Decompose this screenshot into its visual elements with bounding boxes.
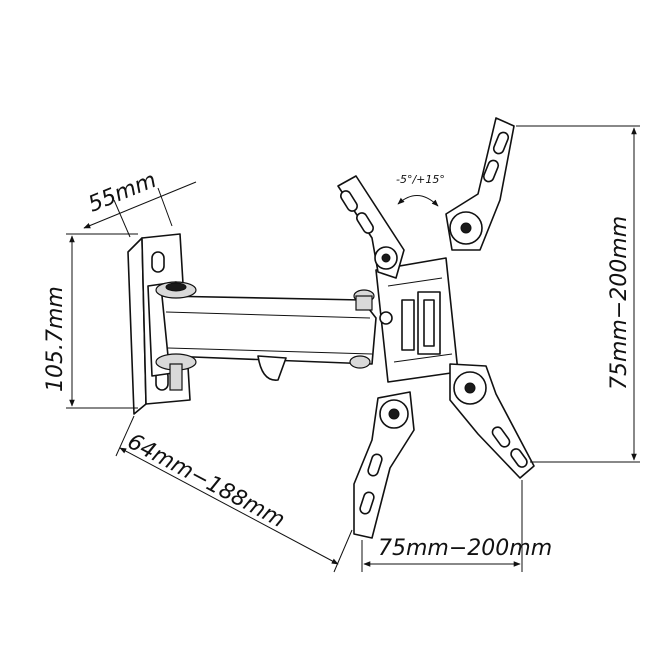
- swing-arm: [155, 281, 377, 391]
- vesa-arm-lower-left: [353, 391, 415, 539]
- arm-extension-label: 64mm−188mm: [123, 429, 289, 533]
- dimension-vesa-vertical: 75mm−200mm: [516, 125, 640, 463]
- dimension-wall-plate-height: 105.7mm: [43, 233, 138, 409]
- wall-plate-height-label: 105.7mm: [43, 286, 68, 392]
- wall-plate-width-label: 55mm: [85, 168, 160, 218]
- dimension-arm-extension: 64mm−188mm: [115, 415, 353, 573]
- vesa-arm-upper-left: [337, 175, 405, 279]
- tilt-indicator: -5°/+15°: [396, 173, 445, 207]
- dimension-vesa-horizontal: 75mm−200mm: [361, 480, 552, 572]
- tilt-range-label: -5°/+15°: [396, 173, 445, 186]
- vesa-horizontal-label: 75mm−200mm: [378, 536, 552, 561]
- vesa-arm-lower-right: [449, 363, 535, 479]
- vesa-arm-upper-right: [445, 117, 515, 251]
- dimension-wall-plate-width: 55mm: [83, 168, 197, 238]
- tilt-head: [375, 257, 459, 383]
- vesa-vertical-label: 75mm−200mm: [607, 216, 632, 390]
